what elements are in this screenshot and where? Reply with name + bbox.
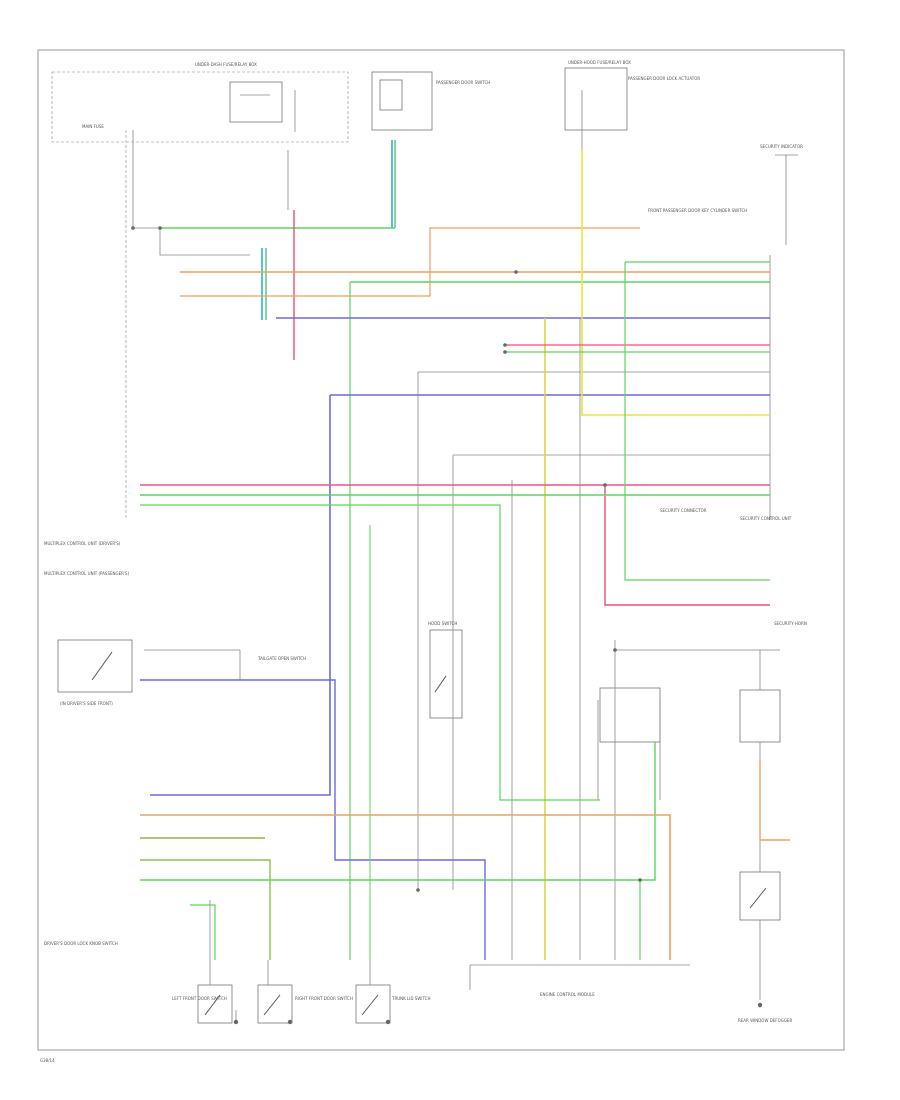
diagram-border	[37, 49, 845, 1051]
label-hood-switch-sub: (IN DRIVER'S SIDE FRONT)	[60, 701, 113, 706]
label-left-front-switch: LEFT FRONT DOOR SWITCH	[172, 996, 227, 1001]
label-indicator-lamp: SECURITY INDICATOR	[760, 144, 803, 149]
label-main-fuse: MAIN FUSE	[82, 124, 104, 129]
indicator-box	[775, 154, 798, 245]
component-labels: UNDER-DASH FUSE/RELAY BOX MAIN FUSE PASS…	[40, 60, 807, 1063]
label-security-unit: SECURITY CONTROL UNIT	[740, 516, 792, 521]
label-tailgate-switch: TAILGATE OPEN SWITCH	[257, 656, 306, 661]
connector-pins	[131, 226, 763, 1025]
label-rear-window: REAR WINDOW DEFOGGER	[738, 1018, 792, 1023]
gray-wires	[132, 90, 780, 1020]
label-security-connector: SECURITY CONNECTOR	[660, 508, 707, 513]
label-engine-control-module: ENGINE CONTROL MODULE	[540, 992, 595, 997]
colored-wires	[140, 140, 790, 960]
passenger-door-switch-box	[371, 71, 433, 131]
security-unit-box	[599, 687, 661, 743]
label-hood-switch: HOOD SWITCH	[428, 621, 457, 626]
label-footnote: G38/14	[40, 1058, 55, 1063]
label-fuse-box-right: UNDER-HOOD FUSE/RELAY BOX	[568, 60, 631, 65]
label-left-unit-name-2: MULTIPLEX CONTROL UNIT (PASSENGER'S)	[44, 571, 130, 576]
label-right-front-switch: RIGHT FRONT DOOR SWITCH	[295, 996, 353, 1001]
label-driver-door-unit: DRIVER'S DOOR LOCK KNOB SWITCH	[44, 941, 118, 946]
under-hood-fuse-box	[564, 67, 628, 131]
under-dash-fuse-box	[51, 71, 349, 143]
bottom-switch-boxes	[197, 984, 391, 1024]
hood-switch-box	[429, 629, 463, 719]
security-switch-box	[57, 639, 133, 693]
label-passenger-door: PASSENGER DOOR SWITCH	[436, 80, 490, 85]
label-pass-door-window: PASSENGER DOOR LOCK ACTUATOR	[628, 76, 700, 81]
label-trunk-switch: TRUNK LID SWITCH	[391, 996, 430, 1001]
label-security-horn: SECURITY HORN	[774, 621, 807, 626]
label-fuse-box-left: UNDER-DASH FUSE/RELAY BOX	[195, 62, 257, 67]
label-front-pass-switch: FRONT PASSENGER DOOR KEY CYLINDER SWITCH	[648, 208, 747, 213]
label-left-unit-name: MULTIPLEX CONTROL UNIT (DRIVER'S)	[44, 541, 121, 546]
